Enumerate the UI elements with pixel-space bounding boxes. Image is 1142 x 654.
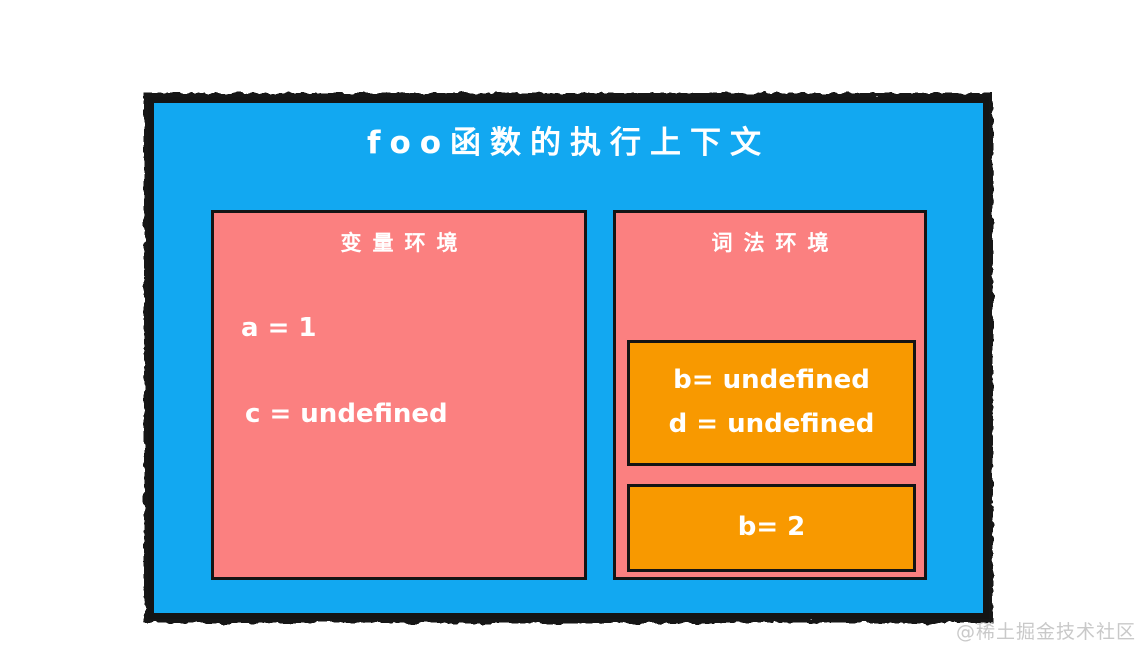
variable-environment-box: 变量环境 a = 1 c = undefined bbox=[211, 210, 587, 580]
juejin-watermark: @稀土掘金技术社区 bbox=[956, 621, 1137, 643]
lexical-scope-block-upper: b= undefined d = undefined bbox=[627, 340, 916, 466]
lexical-entry-b-undefined: b= undefined bbox=[673, 365, 870, 396]
lexical-environment-box: 词法环境 b= undefined d = undefined b= 2 bbox=[613, 210, 927, 580]
variable-entry-c: c = undefined bbox=[245, 399, 448, 429]
variable-entry-a: a = 1 bbox=[241, 313, 317, 343]
execution-context-box: foo函数的执行上下文 变量环境 a = 1 c = undefined 词法环… bbox=[148, 97, 989, 619]
lexical-entry-b-2: b= 2 bbox=[737, 512, 806, 543]
execution-context-title: foo函数的执行上下文 bbox=[366, 125, 771, 161]
variable-environment-title: 变量环境 bbox=[340, 231, 469, 255]
lexical-entry-d-undefined: d = undefined bbox=[668, 409, 875, 439]
lexical-environment-title: 词法环境 bbox=[711, 231, 840, 255]
lexical-scope-block-lower: b= 2 bbox=[627, 484, 916, 572]
